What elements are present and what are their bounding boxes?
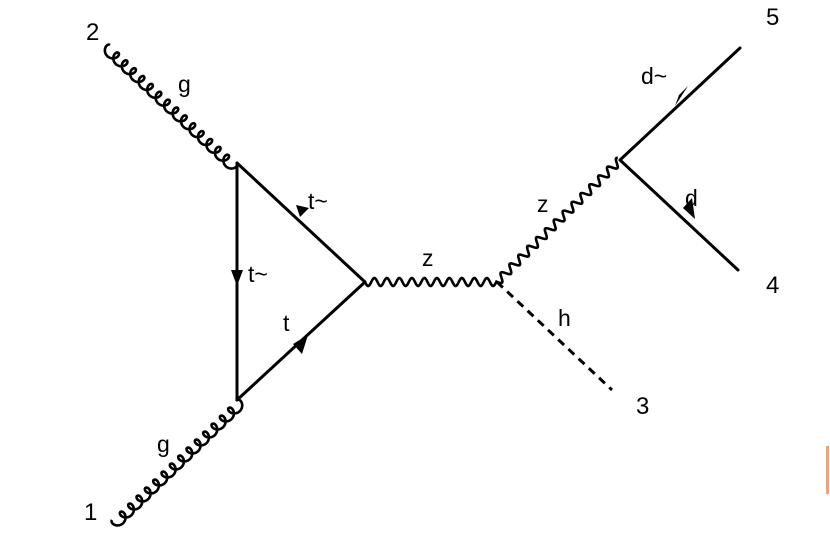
higgs-line [495,280,614,392]
z-boson-line-upper [496,156,620,285]
arrow-upper-icon [296,205,309,217]
label-z-upper: z [537,191,549,217]
leg-number-2: 2 [86,19,99,46]
leg-number-5: 5 [766,4,779,31]
arrow-dbar-icon [675,86,688,106]
dbar-line [618,46,742,162]
label-higgs: h [558,305,571,331]
label-gluon-bottom: g [157,431,170,457]
label-bottom-diag: t [283,310,290,336]
z-boson-line-horizontal [363,276,499,288]
label-top-diag: t~ [308,188,328,214]
top-loop-upper-line [235,161,367,284]
gluon-line-bottom [110,398,244,527]
leg-number-1: 1 [84,499,97,526]
arrow-lower-icon [293,335,308,354]
leg-number-3: 3 [636,393,649,420]
label-vertical: t~ [248,261,268,287]
gluon-line-top [103,43,239,170]
leg-number-4: 4 [766,272,779,299]
label-dbar: d~ [641,63,667,89]
arrow-d-icon [683,198,695,219]
arrow-vertical-icon [231,270,243,286]
label-z-horizontal: z [422,245,434,271]
label-d: d [685,185,698,211]
edge-marker [826,446,829,494]
d-line [618,158,740,272]
label-gluon-top: g [178,71,191,97]
